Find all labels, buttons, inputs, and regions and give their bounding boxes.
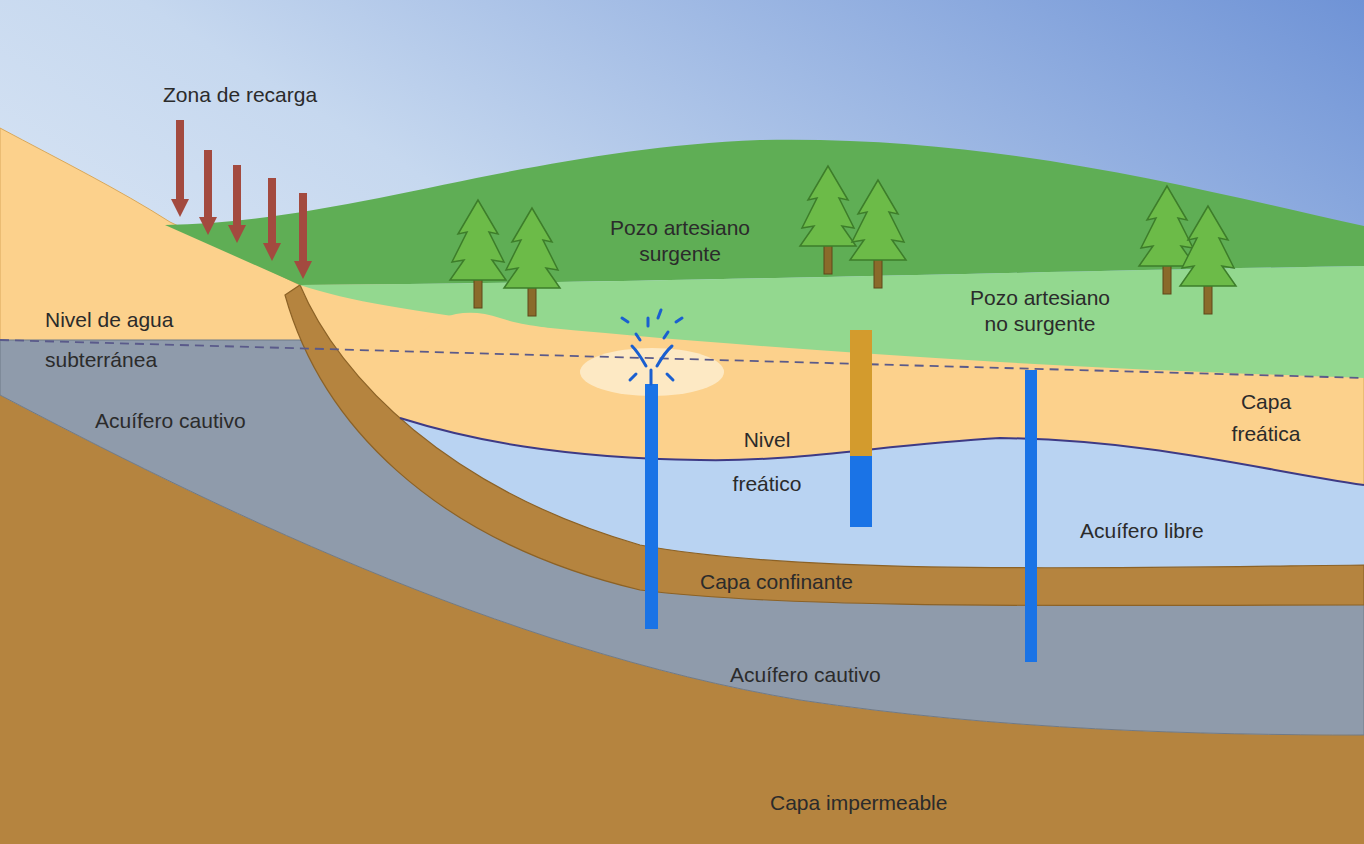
free-aquifer-well-casing — [850, 330, 872, 456]
spray-stroke — [630, 374, 636, 380]
tree — [800, 166, 856, 274]
recharge-arrow — [268, 178, 276, 252]
recharge-arrows — [180, 120, 303, 270]
spray-stroke — [657, 346, 672, 366]
spray-stroke — [664, 332, 668, 338]
spray-stroke — [658, 310, 661, 318]
water-table-line — [400, 418, 1364, 485]
groundwater-level-line — [0, 340, 1364, 378]
recharge-arrow — [204, 150, 212, 226]
tree — [504, 208, 560, 316]
recharge-arrow — [233, 165, 241, 234]
spray-stroke — [647, 318, 650, 326]
level-label: Nivel freático — [712, 418, 822, 506]
layer-label: Acuífero cautivo — [730, 662, 881, 687]
flowing-artesian-well — [645, 384, 658, 629]
well-spray — [622, 310, 682, 384]
tree — [450, 200, 506, 308]
spray-stroke — [622, 318, 628, 322]
layer-label: Acuífero libre — [1080, 518, 1204, 543]
recharge-arrow — [299, 193, 307, 270]
spray-stroke — [667, 374, 673, 380]
free-aquifer-well-water — [850, 456, 872, 527]
trees — [450, 166, 1236, 316]
layer-label: Capa freática — [1210, 386, 1322, 449]
spray-stroke — [676, 318, 682, 322]
well-label: Pozo artesiano no surgente — [956, 285, 1124, 338]
tree — [1180, 206, 1236, 314]
confined-aquifer — [0, 340, 1364, 735]
non-flowing-artesian-well — [1025, 370, 1037, 662]
zone-label: Zona de recarga — [163, 82, 317, 107]
spray-stroke — [650, 370, 653, 384]
spray-stroke — [636, 334, 640, 340]
recharge-arrow — [176, 120, 184, 208]
well-label: Pozo artesiano surgente — [590, 215, 770, 268]
sand-mound — [420, 313, 570, 335]
spray-stroke — [632, 346, 646, 366]
sand-ground — [0, 128, 1364, 844]
layer-label: Capa confinante — [700, 569, 853, 594]
layer-label: Acuífero cautivo — [95, 408, 246, 433]
tree — [850, 180, 906, 288]
layer-label: Capa impermeable — [770, 790, 947, 815]
level-label: Nivel de agua subterránea — [45, 300, 205, 380]
